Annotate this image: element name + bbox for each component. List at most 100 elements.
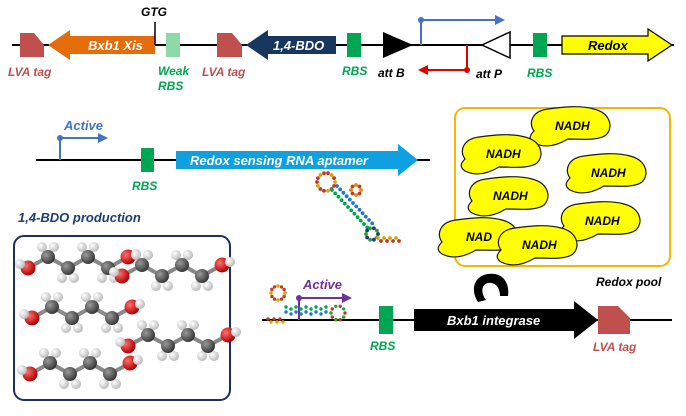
nadh-molecule-6: NADH	[496, 225, 578, 266]
nucleotide	[372, 226, 376, 231]
integrase-active-label: Active	[302, 277, 342, 292]
nucleotide	[309, 307, 313, 311]
svg-text:NADH: NADH	[486, 147, 521, 161]
bdo-molecules	[15, 242, 241, 389]
nucleotide	[362, 222, 366, 226]
integrase-protein	[473, 273, 509, 302]
hydrogen-atom	[135, 299, 145, 309]
nucleotide	[368, 237, 372, 242]
nucleotide	[351, 201, 355, 205]
hydrogen-atom	[197, 351, 207, 361]
hydrogen-atom	[79, 348, 89, 358]
carbon-atom	[155, 269, 169, 283]
bdo-molecule	[17, 348, 143, 389]
nucleotide	[349, 188, 353, 192]
carbon-atom	[181, 328, 195, 342]
bdo-gene-label: 1,4-BDO	[273, 38, 324, 53]
nucleotide	[289, 312, 293, 316]
nucleotide	[314, 310, 318, 314]
hydrogen-atom	[177, 320, 187, 330]
nucleotide	[385, 239, 389, 243]
nucleotide	[334, 304, 338, 308]
integrase-promoter-dot	[296, 295, 302, 301]
hydrogen-atom	[61, 323, 71, 333]
aptamer-gene	[176, 144, 418, 176]
nucleotide	[354, 183, 358, 187]
nucleotide	[276, 284, 280, 288]
promoter-forward-line	[420, 19, 495, 45]
nucleotide	[333, 180, 337, 184]
nucleotide	[309, 312, 313, 316]
hydrogen-atom	[111, 379, 121, 389]
promoter-reverse-arrowhead	[418, 65, 428, 75]
nucleotide	[314, 305, 318, 309]
nucleotide	[294, 305, 298, 309]
top-construct: LVA tag Bxb1 Xis GTG Weak RBS LVA tag 1,…	[8, 5, 674, 93]
nucleotide	[284, 310, 288, 314]
hydrogen-atom	[73, 323, 83, 333]
sensor-promoter-dot	[57, 135, 63, 141]
nucleotide	[326, 171, 330, 176]
nucleotide	[349, 208, 354, 213]
nucleotide	[275, 320, 279, 324]
nucleotide	[358, 218, 363, 223]
carbon-atom	[65, 311, 79, 325]
nucleotide	[289, 307, 293, 311]
hydrogen-atom	[149, 320, 159, 330]
nucleotide	[304, 310, 308, 314]
svg-text:NAD: NAD	[466, 230, 492, 244]
nucleotide	[329, 311, 333, 315]
carbon-atom	[83, 356, 97, 370]
nucleotide	[335, 184, 339, 188]
carbon-atom	[105, 311, 119, 325]
nucleotide	[330, 188, 334, 192]
nucleotide	[375, 228, 379, 233]
hydrogen-atom	[133, 355, 143, 365]
nucleotide	[281, 320, 285, 324]
nucleotide	[332, 184, 336, 188]
aptamer-mini-structure	[266, 284, 347, 324]
carbon-atom	[195, 269, 209, 283]
nucleotide	[299, 312, 303, 316]
hydrogen-atom	[59, 379, 69, 389]
nucleotide	[324, 305, 328, 309]
integrase-gene	[414, 301, 598, 339]
nucleotide	[318, 173, 323, 177]
nucleotide	[344, 194, 349, 199]
hydrogen-atom	[189, 320, 199, 330]
aptamer-gene-label: Redox sensing RNA aptamer	[190, 153, 369, 168]
hydrogen-atom	[99, 379, 109, 389]
nucleotide	[315, 180, 319, 184]
integrase-rbs-label: RBS	[370, 339, 395, 353]
nucleotide	[330, 315, 334, 319]
nucleotide	[318, 187, 323, 191]
hydrogen-atom	[163, 281, 173, 291]
hydrogen-atom	[191, 281, 201, 291]
promoter-forward-arrowhead	[495, 15, 505, 25]
nucleotide	[354, 193, 358, 197]
integrase-lva-label: LVA tag	[593, 340, 637, 354]
nucleotide	[338, 318, 342, 322]
nucleotide	[359, 188, 363, 192]
svg-text:NADH: NADH	[591, 166, 626, 180]
sensor-active-label: Active	[63, 118, 103, 133]
nucleotide	[357, 207, 362, 212]
hydrogen-atom	[51, 348, 61, 358]
nucleotide	[279, 297, 284, 301]
nadh-molecule-1: NADH	[529, 106, 611, 147]
hydrogen-atom	[113, 323, 123, 333]
carbon-atom	[41, 250, 55, 264]
att-b-label: att B	[378, 66, 405, 80]
nucleotide	[376, 236, 380, 240]
att-p-label: att P	[476, 67, 503, 81]
hydrogen-atom	[131, 250, 141, 260]
nucleotide	[279, 285, 284, 289]
weak-rbs-label-line2: RBS	[158, 79, 183, 93]
nucleotide	[347, 197, 352, 202]
hydrogen-atom	[37, 242, 47, 252]
hydrogen-atom	[19, 309, 29, 319]
bdo-molecule	[109, 250, 235, 291]
carbon-atom	[61, 261, 75, 275]
carbon-atom	[81, 250, 95, 264]
